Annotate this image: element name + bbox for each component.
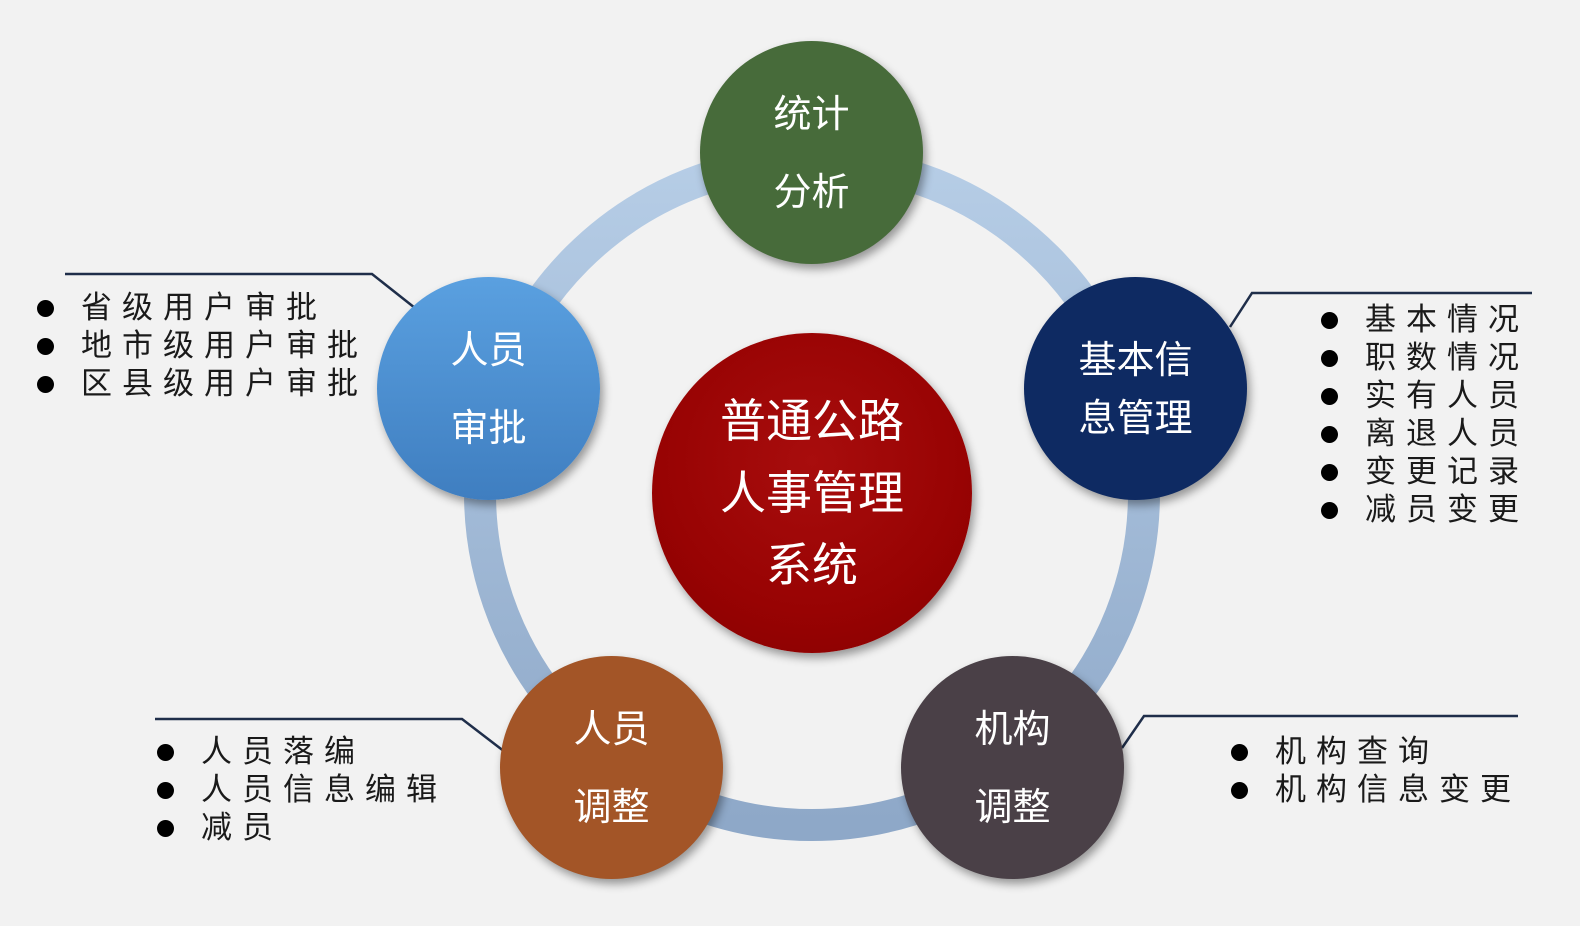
bullet-icon [1231,744,1248,761]
node-adjust-line-2: 调整 [573,784,650,829]
list-item: 区县级用户审批 [37,365,368,403]
node-org-line-1: 机构 [974,706,1051,751]
node-stats-analysis: 统计 分析 [700,41,923,264]
node-basic-info: 基本信 息管理 [1024,277,1247,500]
connector-adjust [155,717,506,753]
list-item-label: 机构信息变更 [1275,772,1521,808]
bullet-icon [157,820,174,837]
connector-approve [65,272,416,309]
list-item: 人员信息编辑 [157,771,447,809]
node-approve-line-2: 审批 [450,405,527,450]
list-item: 变更记录 [1321,453,1529,491]
list-item-label: 离退人员 [1365,416,1529,452]
list-item: 减员 [157,809,447,847]
list-item: 职数情况 [1321,339,1529,377]
center-line-3: 系统 [766,538,858,592]
node-org-adjust: 机构 调整 [901,656,1124,879]
bullet-icon [1321,502,1338,519]
basic-info-list: 基本情况 职数情况 实有人员 离退人员 变更记录 减员变更 [1321,301,1529,529]
bullet-icon [1321,426,1338,443]
list-item-label: 省级用户审批 [81,290,327,326]
connector-org [1120,714,1518,749]
node-stats-line-1: 统计 [773,91,850,136]
list-item: 人员落编 [157,733,447,771]
list-item-label: 人员信息编辑 [201,772,447,808]
list-item-label: 机构查询 [1275,734,1439,770]
center-line-2: 人事管理 [720,466,904,520]
list-item: 离退人员 [1321,415,1529,453]
list-item-label: 变更记录 [1365,454,1529,490]
bullet-icon [37,300,54,317]
list-item-label: 减员 [201,810,283,846]
bullet-icon [1231,782,1248,799]
bullet-icon [157,744,174,761]
list-item: 减员变更 [1321,491,1529,529]
staff-adjust-list: 人员落编 人员信息编辑 减员 [157,733,447,847]
node-approve-line-1: 人员 [450,327,527,372]
center-node-system: 普通公路 人事管理 系统 [652,333,972,653]
node-adjust-line-1: 人员 [573,706,650,751]
list-item: 基本情况 [1321,301,1529,339]
list-item-label: 实有人员 [1365,378,1529,414]
list-item: 机构查询 [1231,733,1521,771]
node-staff-adjust: 人员 调整 [500,656,723,879]
list-item: 地市级用户审批 [37,327,368,365]
list-item-label: 人员落编 [201,734,365,770]
bullet-icon [37,376,54,393]
list-item: 省级用户审批 [37,289,368,327]
connector-basic [1228,291,1532,328]
bullet-icon [37,338,54,355]
list-item-label: 地市级用户审批 [81,328,368,364]
bullet-icon [1321,350,1338,367]
bullet-icon [1321,464,1338,481]
center-line-1: 普通公路 [720,394,904,448]
approve-list: 省级用户审批 地市级用户审批 区县级用户审批 [37,289,368,403]
bullet-icon [1321,312,1338,329]
bullet-icon [1321,388,1338,405]
list-item-label: 减员变更 [1365,492,1529,528]
bullet-icon [157,782,174,799]
org-adjust-list: 机构查询 机构信息变更 [1231,733,1521,809]
list-item-label: 基本情况 [1365,302,1529,338]
list-item-label: 区县级用户审批 [81,366,368,402]
list-item: 实有人员 [1321,377,1529,415]
list-item: 机构信息变更 [1231,771,1521,809]
node-stats-line-2: 分析 [773,169,850,214]
node-basic-line-2: 息管理 [1078,395,1193,440]
node-basic-line-1: 基本信 [1078,337,1193,382]
node-org-line-2: 调整 [974,784,1051,829]
list-item-label: 职数情况 [1365,340,1529,376]
node-staff-approve: 人员 审批 [377,277,600,500]
